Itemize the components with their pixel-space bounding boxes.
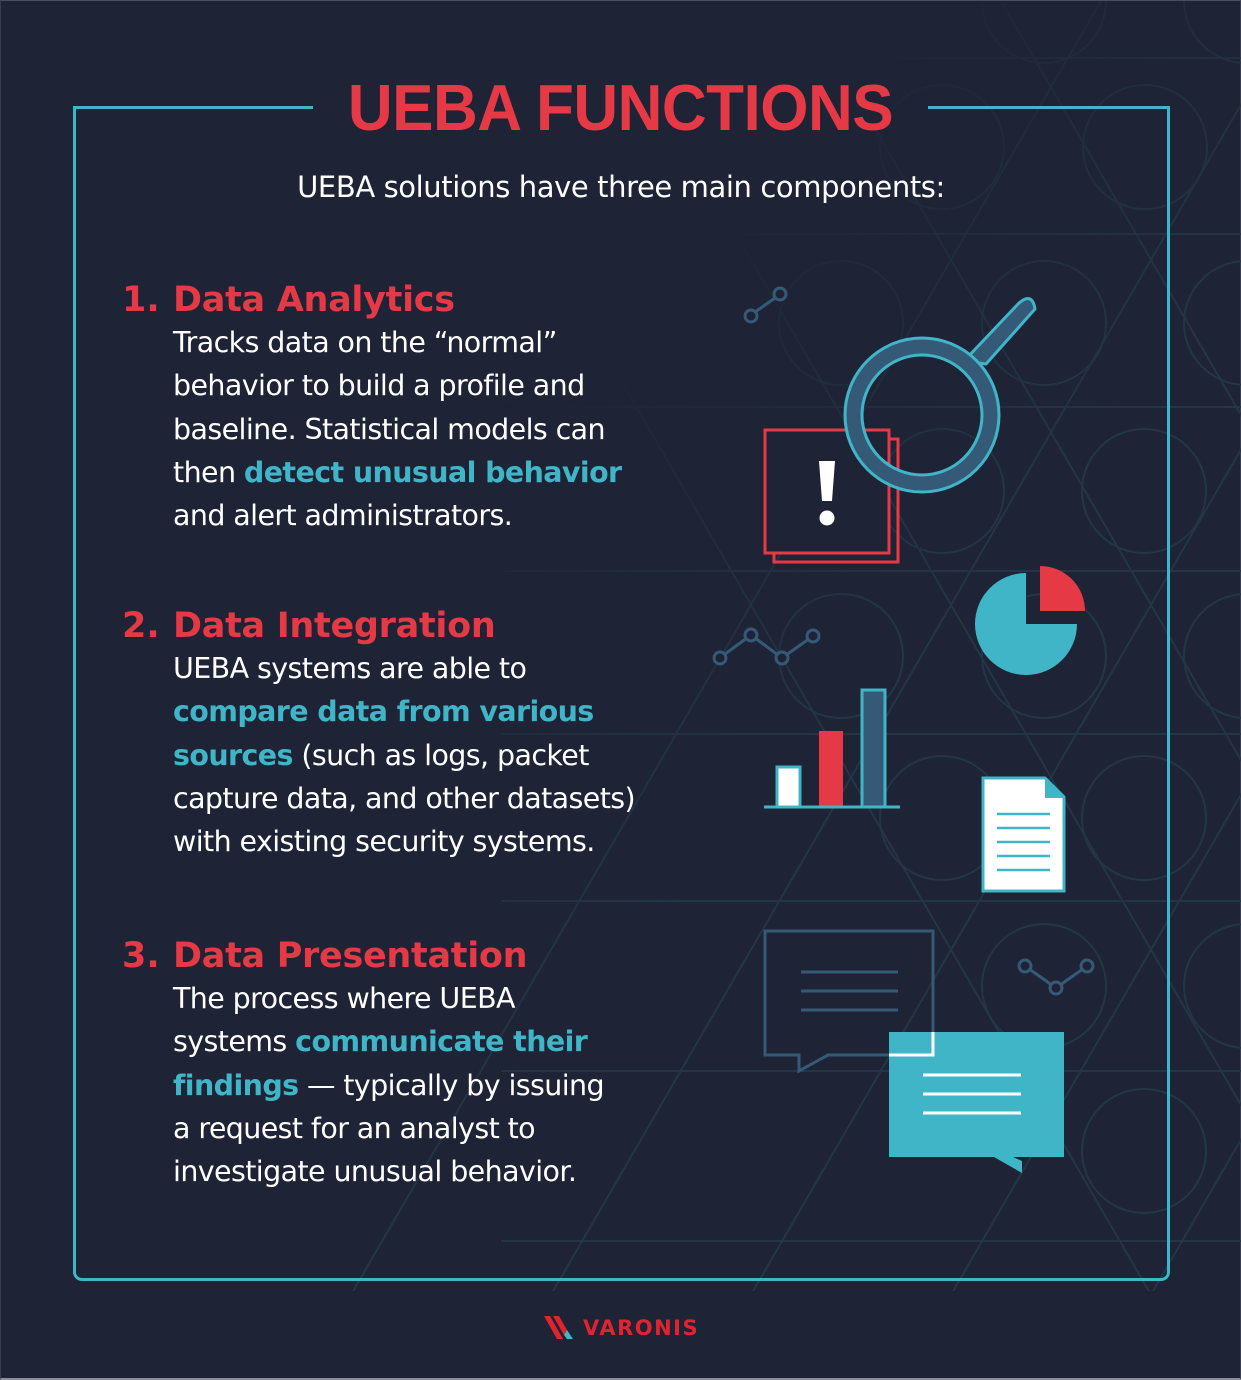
section-heading: Data Presentation: [173, 936, 528, 976]
section-number: 1.: [122, 280, 160, 320]
chat-bubble-outline-icon: [763, 929, 935, 1074]
highlighted-text: detect unusual behavior: [243, 455, 622, 489]
body-text: systems: [173, 1025, 296, 1059]
body-line: systems communicate their: [173, 1020, 713, 1063]
section-heading: Data Analytics: [173, 280, 455, 320]
document-icon: [981, 776, 1066, 893]
page-subtitle: UEBA solutions have three main component…: [297, 170, 945, 204]
varonis-logo: VARONIS: [543, 1313, 699, 1343]
brand-name: VARONIS: [583, 1316, 700, 1340]
body-line: with existing security systems.: [173, 820, 713, 863]
content-frame: [73, 107, 1170, 1281]
body-text: investigate unusual behavior.: [173, 1155, 577, 1189]
body-text: UEBA systems are able to: [173, 652, 527, 685]
magnifier-icon: [843, 297, 1037, 494]
highlighted-text: findings: [173, 1068, 299, 1102]
body-text: a request for an analyst to: [173, 1111, 536, 1145]
body-line: then detect unusual behavior: [173, 451, 713, 494]
highlighted-text: communicate their: [295, 1025, 588, 1059]
body-line: UEBA systems are able to: [173, 647, 713, 690]
body-text: Tracks data on the “normal”: [173, 326, 557, 359]
body-text: behavior to build a profile and: [173, 369, 585, 403]
body-line: baseline. Statistical models can: [173, 408, 713, 451]
body-line: and alert administrators.: [173, 494, 713, 537]
highlighted-text: compare data from various: [173, 695, 594, 729]
section-body: The process where UEBA systems communicat…: [173, 977, 713, 1193]
section-body: UEBA systems are able to compare data fro…: [173, 647, 713, 863]
body-line: a request for an analyst to: [173, 1107, 713, 1150]
body-text: then: [173, 455, 244, 489]
section-number: 2.: [122, 606, 160, 646]
page-title: UEBA FUNCTIONS: [347, 72, 894, 145]
body-text: — typically by issuing: [298, 1068, 605, 1102]
line-chart-icon: [712, 627, 821, 666]
body-line: sources (such as logs, packet: [173, 734, 713, 777]
highlighted-text: sources: [173, 738, 293, 772]
bar-chart-icon: [764, 688, 900, 809]
body-line: findings — typically by issuing: [173, 1064, 713, 1107]
body-text: (such as logs, packet: [292, 738, 589, 772]
line-chart-icon: [1017, 958, 1095, 996]
body-text: with existing security systems.: [173, 825, 595, 859]
varonis-mark-icon: [544, 1316, 573, 1339]
frame-top-line-left: [73, 106, 313, 109]
warning-card-icon: [763, 428, 900, 564]
section-heading: Data Integration: [173, 606, 496, 646]
body-line: capture data, and other datasets): [173, 777, 713, 820]
pie-chart-icon: [975, 566, 1085, 675]
body-text: baseline. Statistical models can: [173, 412, 606, 446]
body-line: investigate unusual behavior.: [173, 1150, 713, 1193]
body-line: compare data from various: [173, 690, 713, 733]
section-number: 3.: [122, 936, 160, 976]
connector-icon: [743, 286, 788, 324]
body-text: capture data, and other datasets): [173, 781, 636, 815]
frame-top-line-right: [928, 106, 1170, 109]
body-text: The process where UEBA: [173, 982, 516, 1015]
body-line: Tracks data on the “normal”: [173, 321, 713, 364]
body-line: behavior to build a profile and: [173, 364, 713, 407]
chat-bubble-filled-icon: [889, 1032, 1064, 1173]
section-body: Tracks data on the “normal” behavior to b…: [173, 321, 713, 537]
body-text: and alert administrators.: [173, 499, 513, 533]
body-line: The process where UEBA: [173, 977, 713, 1020]
